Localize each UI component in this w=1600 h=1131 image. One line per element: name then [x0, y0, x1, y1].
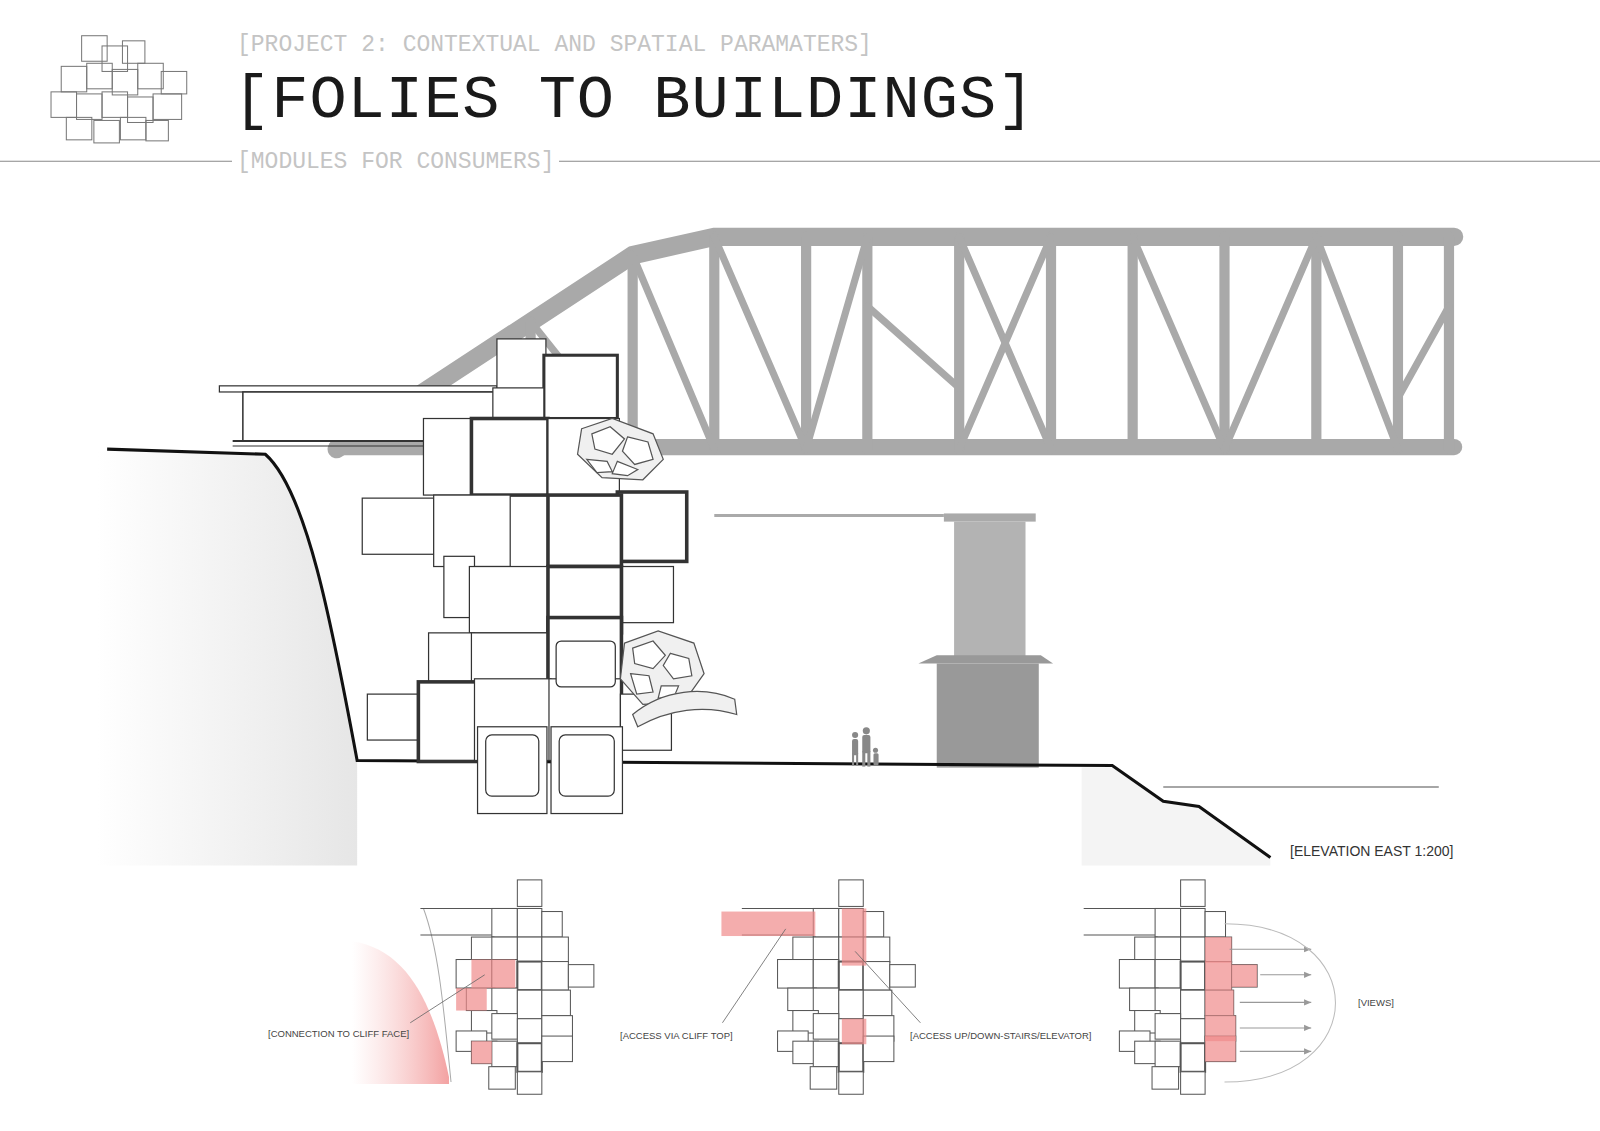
- diagram-note: [ACCESS UP/DOWN-STAIRS/ELEVATOR]: [910, 1030, 1091, 1041]
- diagram-note: [VIEWS]: [1358, 997, 1394, 1008]
- board-title: [FOLIES TO BUILDINGS]: [233, 70, 1035, 132]
- diagram-note: [ACCESS VIA CLIFF TOP]: [620, 1030, 733, 1041]
- drawing-scale: [ELEVATION EAST 1:200]: [1290, 843, 1453, 859]
- project-subtitle: [PROJECT 2: CONTEXTUAL AND SPATIAL PARAM…: [237, 34, 872, 57]
- diagram-note: [CONNECTION TO CLIFF FACE]: [268, 1028, 409, 1039]
- module-subtitle: [MODULES FOR CONSUMERS]: [232, 151, 559, 174]
